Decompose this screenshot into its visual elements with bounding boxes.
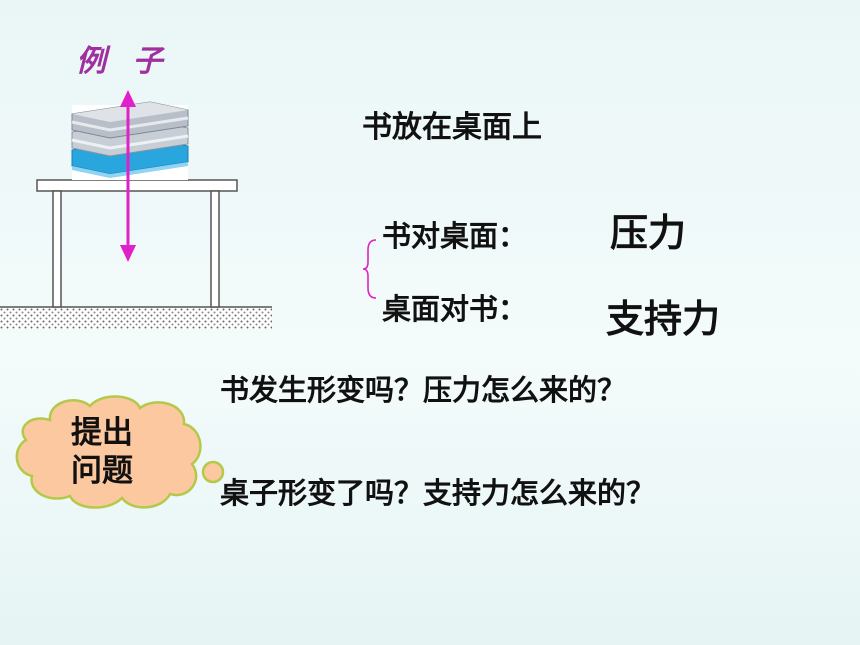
brace-icon <box>362 239 377 299</box>
question-2: 桌子形变了吗？支持力怎么来的？ <box>220 476 656 510</box>
ground <box>0 306 272 329</box>
force-value-pressure: 压力 <box>610 211 687 255</box>
force-label-book-on-table: 书对桌面： <box>382 219 528 253</box>
statement-text: 书放在桌面上 <box>362 110 542 145</box>
book-stack <box>71 101 189 180</box>
table <box>36 179 238 308</box>
cloud-label: 提出 问题 <box>52 414 152 490</box>
force-label-table-on-book: 桌面对书： <box>382 292 528 326</box>
question-1: 书发生形变吗？压力怎么来的？ <box>220 373 627 407</box>
cloud-label-line-2: 问题 <box>71 453 133 489</box>
slide-title: 例 子 <box>76 44 171 79</box>
force-value-support: 支持力 <box>606 297 721 341</box>
force-arrow-icon <box>120 90 136 262</box>
book-on-table-illustration <box>0 90 272 329</box>
thought-cloud-icon <box>15 395 225 509</box>
cloud-label-line-1: 提出 <box>71 415 133 451</box>
